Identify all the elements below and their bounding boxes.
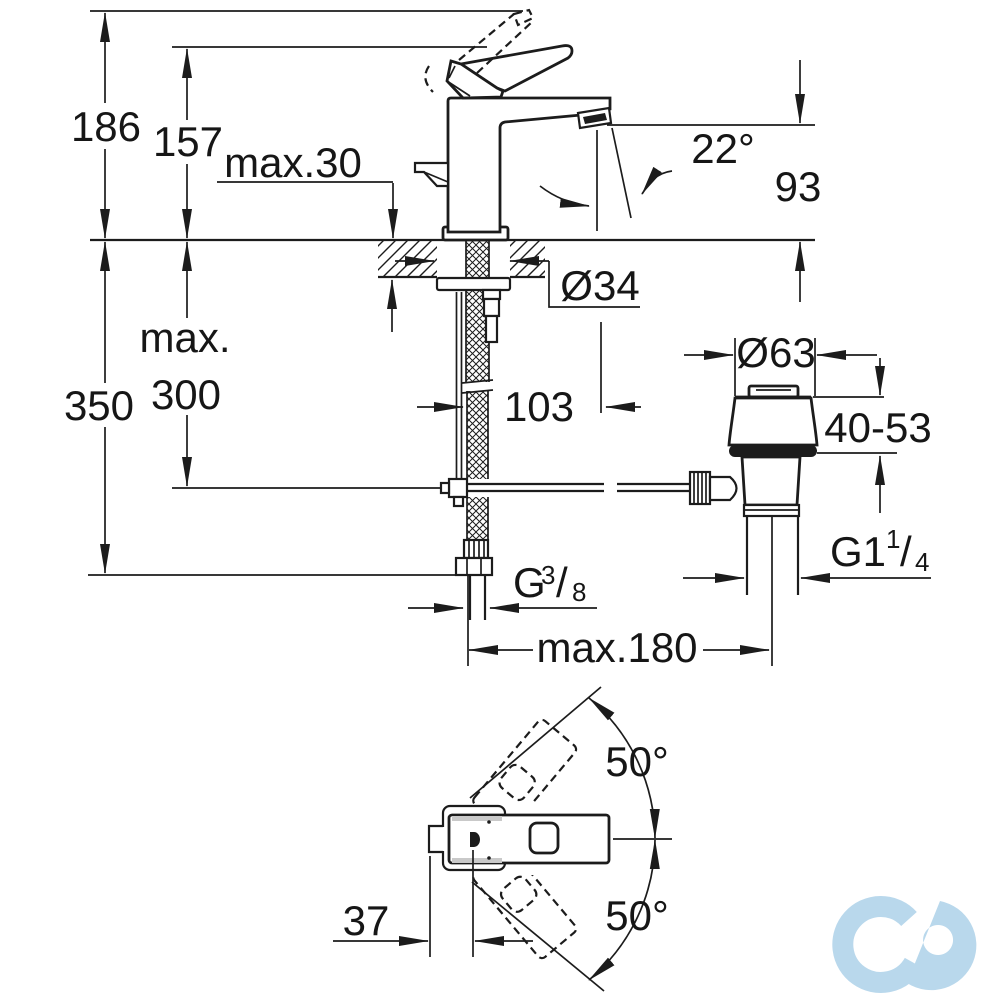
dim-label-186: 186 xyxy=(71,103,141,150)
svg-text:G1: G1 xyxy=(830,528,886,575)
svg-text:/: / xyxy=(556,559,568,606)
dim-label-93: 93 xyxy=(775,163,822,210)
water-stream-lines xyxy=(596,127,632,231)
brand-logo xyxy=(832,896,977,993)
adjusting-knurl-nut xyxy=(688,470,712,506)
dim-label-g38: G 3 / 8 xyxy=(513,559,586,607)
drain-flange xyxy=(727,396,819,447)
handle-lever xyxy=(457,44,574,93)
top-view xyxy=(333,686,672,992)
svg-text:1: 1 xyxy=(886,524,900,554)
mounting-flange xyxy=(435,276,512,292)
drain-assembly xyxy=(683,338,931,666)
svg-text:3: 3 xyxy=(541,560,555,590)
dim-label-dia34: Ø34 xyxy=(560,262,639,309)
dim-label-max180: max.180 xyxy=(536,624,697,671)
drain-seal xyxy=(729,445,817,457)
dim-label-40-53: 40-53 xyxy=(824,404,931,451)
supply-hose-assembly xyxy=(435,240,689,620)
svg-text:/: / xyxy=(900,528,912,575)
dimension-labels: 186 157 max.30 22° 93 Ø34 max. 300 350 1… xyxy=(63,103,932,944)
hose-hex-nut xyxy=(454,556,494,577)
dim-label-50deg-top: 50° xyxy=(605,738,669,785)
dim-label-103: 103 xyxy=(504,383,574,430)
dim-label-157: 157 xyxy=(153,118,223,165)
handle-cap-square xyxy=(528,821,560,855)
handle-raised-dashed xyxy=(424,8,535,93)
dim-label-37: 37 xyxy=(343,897,390,944)
pop-up-tab-top xyxy=(427,824,443,854)
pop-up-rod-tee xyxy=(447,477,469,499)
dim-label-300: 300 xyxy=(151,371,221,418)
side-view xyxy=(88,8,815,666)
logo-c-shape xyxy=(832,896,924,993)
dim-label-dia63: Ø63 xyxy=(736,329,815,376)
svg-text:4: 4 xyxy=(915,547,929,577)
dim-label-max30: max.30 xyxy=(224,139,362,186)
logo-d-shape xyxy=(907,901,977,991)
dim-label-22deg: 22° xyxy=(691,125,755,172)
dim-label-max: max. xyxy=(139,314,230,361)
faucet-body xyxy=(413,8,613,242)
dim-label-350: 350 xyxy=(64,382,134,429)
counter-section xyxy=(378,241,545,276)
dim-label-g114: G1 1 / 4 xyxy=(830,524,929,577)
handle-body xyxy=(445,59,505,100)
drain-valve-body xyxy=(740,455,802,507)
dim-label-50deg-bottom: 50° xyxy=(605,892,669,939)
svg-text:G: G xyxy=(513,559,546,606)
drain-plug-cap xyxy=(747,384,800,399)
spout-outlet-top xyxy=(470,832,480,847)
svg-text:8: 8 xyxy=(572,577,586,607)
